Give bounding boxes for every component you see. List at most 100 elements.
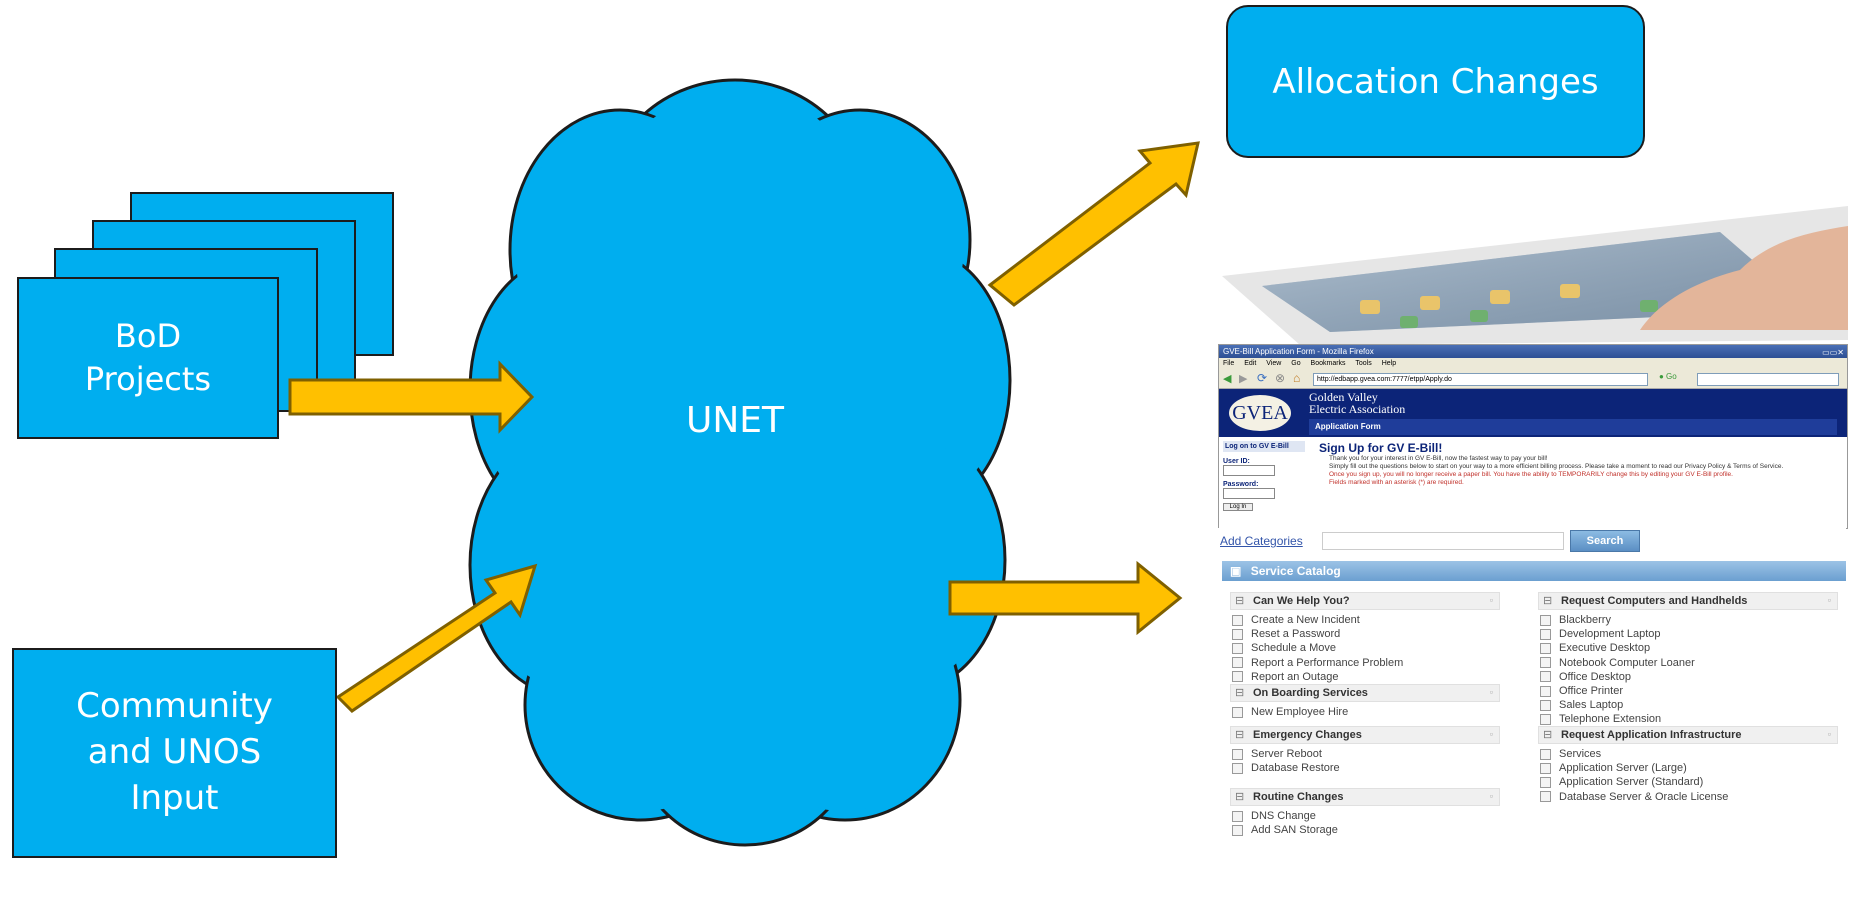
catalog-item-icon bbox=[1232, 614, 1243, 626]
catalog-item[interactable]: Blackberry bbox=[1540, 614, 1611, 626]
menu-tools[interactable]: Tools bbox=[1355, 360, 1372, 367]
catalog-search-input[interactable] bbox=[1322, 532, 1564, 550]
catalog-item-label: Database Server & Oracle License bbox=[1559, 790, 1729, 803]
catalog-item-icon bbox=[1540, 762, 1551, 774]
stop-icon[interactable]: ⊗ bbox=[1275, 371, 1286, 385]
catalog-item-label: Services bbox=[1559, 748, 1602, 760]
catalog-item[interactable]: Services bbox=[1540, 748, 1601, 760]
catalog-item-icon bbox=[1540, 791, 1551, 803]
group-menu-icon[interactable]: ▫ bbox=[1489, 791, 1493, 801]
catalog-item[interactable]: Office Printer bbox=[1540, 685, 1623, 697]
catalog-item-icon bbox=[1540, 614, 1551, 626]
catalog-group-header[interactable]: ⊟Can We Help You?▫ bbox=[1230, 592, 1500, 610]
add-categories-link[interactable]: Add Categories bbox=[1220, 534, 1303, 548]
password-input[interactable] bbox=[1223, 488, 1275, 499]
catalog-item[interactable]: Add SAN Storage bbox=[1232, 824, 1338, 836]
collapse-icon[interactable]: ⊟ bbox=[1543, 595, 1553, 607]
menu-view[interactable]: View bbox=[1266, 360, 1282, 367]
catalog-item-icon bbox=[1540, 685, 1551, 697]
menu-go[interactable]: Go bbox=[1291, 360, 1301, 367]
catalog-group-header[interactable]: ⊟Routine Changes▫ bbox=[1230, 788, 1500, 806]
menu-help[interactable]: Help bbox=[1381, 360, 1397, 367]
collapse-icon[interactable]: ⊟ bbox=[1235, 729, 1245, 741]
menu-file[interactable]: File bbox=[1223, 360, 1235, 367]
catalog-item-icon bbox=[1540, 628, 1551, 640]
back-icon[interactable]: ◀ bbox=[1223, 373, 1232, 385]
forward-icon[interactable]: ▶ bbox=[1239, 373, 1248, 385]
catalog-item-label: Blackberry bbox=[1559, 614, 1611, 626]
group-menu-icon[interactable]: ▫ bbox=[1489, 687, 1493, 697]
login-panel: Log on to GV E-Bill User ID: Password: L… bbox=[1223, 441, 1305, 511]
browser-titlebar: GVE-Bill Application Form - Mozilla Fire… bbox=[1219, 345, 1847, 358]
collapse-icon[interactable]: ⊟ bbox=[1543, 729, 1553, 741]
catalog-item[interactable]: Notebook Computer Loaner bbox=[1540, 657, 1695, 669]
catalog-item[interactable]: Create a New Incident bbox=[1232, 614, 1360, 626]
menu-bookmarks[interactable]: Bookmarks bbox=[1310, 360, 1346, 367]
menu-edit[interactable]: Edit bbox=[1244, 360, 1257, 367]
catalog-item-label: Notebook Computer Loaner bbox=[1559, 656, 1695, 669]
go-button[interactable]: ● Go bbox=[1659, 372, 1677, 381]
catalog-item[interactable]: Database Server & Oracle License bbox=[1540, 791, 1728, 803]
service-catalog-title: Service Catalog bbox=[1250, 564, 1341, 578]
catalog-item-label: Telephone Extension bbox=[1559, 713, 1662, 726]
signup-bullet-2: Simply fill out the questions below to s… bbox=[1329, 463, 1784, 470]
group-menu-icon[interactable]: ▫ bbox=[1489, 729, 1493, 739]
group-menu-icon[interactable]: ▫ bbox=[1827, 729, 1831, 739]
catalog-item-icon bbox=[1232, 824, 1243, 836]
service-catalog-header: ▣ Service Catalog bbox=[1222, 561, 1846, 581]
catalog-item[interactable]: New Employee Hire bbox=[1232, 706, 1348, 718]
catalog-item[interactable]: Telephone Extension bbox=[1540, 713, 1661, 725]
catalog-item[interactable]: Database Restore bbox=[1232, 762, 1340, 774]
user-id-input[interactable] bbox=[1223, 465, 1275, 476]
catalog-item-icon bbox=[1232, 657, 1243, 669]
catalog-item-icon bbox=[1540, 699, 1551, 711]
group-menu-icon[interactable]: ▫ bbox=[1827, 595, 1831, 605]
catalog-item[interactable]: Sales Laptop bbox=[1540, 699, 1623, 711]
browser-search-field[interactable] bbox=[1697, 373, 1839, 386]
catalog-item-label: Reset a Password bbox=[1251, 628, 1341, 641]
catalog-item[interactable]: Report a Performance Problem bbox=[1232, 657, 1403, 669]
community-input-box: Community and UNOS Input bbox=[12, 648, 337, 858]
browser-toolbar: ◀ ▶ ⟳ ⊗ ⌂ http://edbapp.gvea.com:7777/et… bbox=[1219, 370, 1847, 389]
home-icon[interactable]: ⌂ bbox=[1293, 371, 1301, 385]
login-button[interactable]: Log In bbox=[1223, 503, 1253, 511]
collapse-icon[interactable]: ⊟ bbox=[1235, 595, 1245, 607]
service-catalog-screenshot: Add Categories Search ▣ Service Catalog … bbox=[1218, 528, 1846, 902]
group-menu-icon[interactable]: ▫ bbox=[1489, 595, 1493, 605]
collapse-icon[interactable]: ⊟ bbox=[1235, 687, 1245, 699]
tablet-photo bbox=[1222, 206, 1848, 345]
catalog-item[interactable]: Application Server (Large) bbox=[1540, 762, 1687, 774]
unet-cloud-fill bbox=[478, 91, 1002, 835]
catalog-item-icon bbox=[1232, 706, 1243, 718]
collapse-icon[interactable]: ⊟ bbox=[1235, 791, 1245, 803]
catalog-search-button[interactable]: Search bbox=[1570, 530, 1640, 552]
catalog-item-icon bbox=[1540, 748, 1551, 760]
catalog-group-header[interactable]: ⊟On Boarding Services▫ bbox=[1230, 684, 1500, 702]
reload-icon[interactable]: ⟳ bbox=[1257, 371, 1268, 385]
catalog-item[interactable]: Reset a Password bbox=[1232, 628, 1340, 640]
catalog-group-header[interactable]: ⊟Emergency Changes▫ bbox=[1230, 726, 1500, 744]
catalog-item[interactable]: Schedule a Move bbox=[1232, 642, 1336, 654]
catalog-item[interactable]: Application Server (Standard) bbox=[1540, 776, 1703, 788]
catalog-group-header[interactable]: ⊟Request Computers and Handhelds▫ bbox=[1538, 592, 1838, 610]
catalog-item[interactable]: Executive Desktop bbox=[1540, 642, 1650, 654]
window-controls-icon[interactable]: ▭▭✕ bbox=[1822, 348, 1844, 357]
catalog-item[interactable]: Report an Outage bbox=[1232, 671, 1338, 683]
hand-icon bbox=[1640, 226, 1848, 330]
allocation-changes-label: Allocation Changes bbox=[1272, 61, 1599, 102]
catalog-item-label: Application Server (Large) bbox=[1559, 762, 1687, 775]
catalog-item[interactable]: DNS Change bbox=[1232, 810, 1316, 822]
catalog-icon: ▣ bbox=[1230, 564, 1242, 578]
catalog-item-icon bbox=[1540, 671, 1551, 683]
unet-label: UNET bbox=[685, 400, 784, 441]
catalog-item[interactable]: Development Laptop bbox=[1540, 628, 1661, 640]
catalog-item-icon bbox=[1232, 748, 1243, 760]
signup-content: Sign Up for GV E-Bill! Thank you for you… bbox=[1319, 441, 1839, 487]
catalog-group-header[interactable]: ⊟Request Application Infrastructure▫ bbox=[1538, 726, 1838, 744]
catalog-item-label: New Employee Hire bbox=[1251, 706, 1349, 718]
catalog-item[interactable]: Office Desktop bbox=[1540, 671, 1631, 683]
arrow-unet-to-service-catalog bbox=[948, 560, 1183, 636]
catalog-item[interactable]: Server Reboot bbox=[1232, 748, 1322, 760]
catalog-item-label: Schedule a Move bbox=[1251, 642, 1336, 655]
url-field[interactable]: http://edbapp.gvea.com:7777/etpp/Apply.d… bbox=[1313, 373, 1648, 386]
